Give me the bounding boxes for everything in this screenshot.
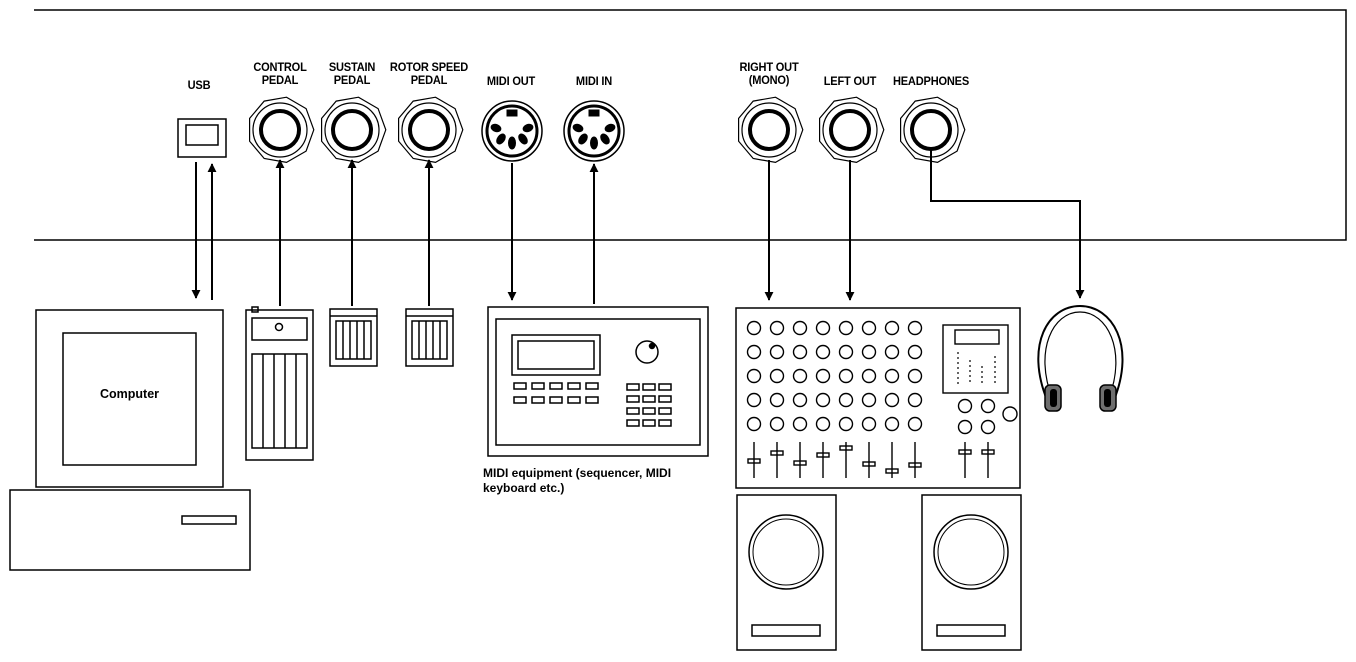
midi-out-port-icon <box>481 100 543 162</box>
computer-label: Computer <box>99 387 160 401</box>
headphones-label: HEADPHONES <box>892 74 970 88</box>
computer-icon <box>9 309 251 571</box>
midi-in-label: MIDI IN <box>575 74 613 88</box>
sustain-pedal-jack-icon <box>321 96 387 164</box>
left-speaker-icon <box>736 494 837 651</box>
mixer-knobs <box>746 320 923 432</box>
sustain-pedal-icon <box>329 308 378 367</box>
mixer-faders <box>747 442 995 478</box>
headphones-jack-icon <box>899 96 966 164</box>
midi-out-label: MIDI OUT <box>486 74 536 88</box>
mixer-icon <box>735 307 1021 489</box>
right-speaker-icon <box>921 494 1022 651</box>
rotor-speed-pedal-icon <box>405 308 454 367</box>
headphones-cable <box>930 150 1085 299</box>
midi-in-port-icon <box>563 100 625 162</box>
usb-port-icon <box>177 118 227 158</box>
instrument-rear-panel <box>34 9 1347 241</box>
midi-equipment-icon <box>487 306 709 457</box>
right-out-jack-icon <box>737 96 804 164</box>
left-out-label: LEFT OUT <box>823 74 877 88</box>
rotor-speed-pedal-jack-icon <box>398 96 464 164</box>
headphones-icon <box>1037 304 1124 412</box>
left-out-jack-icon <box>818 96 885 164</box>
connection-lines <box>191 150 1085 306</box>
control-pedal-jack-icon <box>249 96 315 164</box>
usb-label: USB <box>187 78 211 92</box>
right-out-label: RIGHT OUT(MONO) <box>739 60 799 87</box>
control-pedal-icon <box>245 306 314 461</box>
